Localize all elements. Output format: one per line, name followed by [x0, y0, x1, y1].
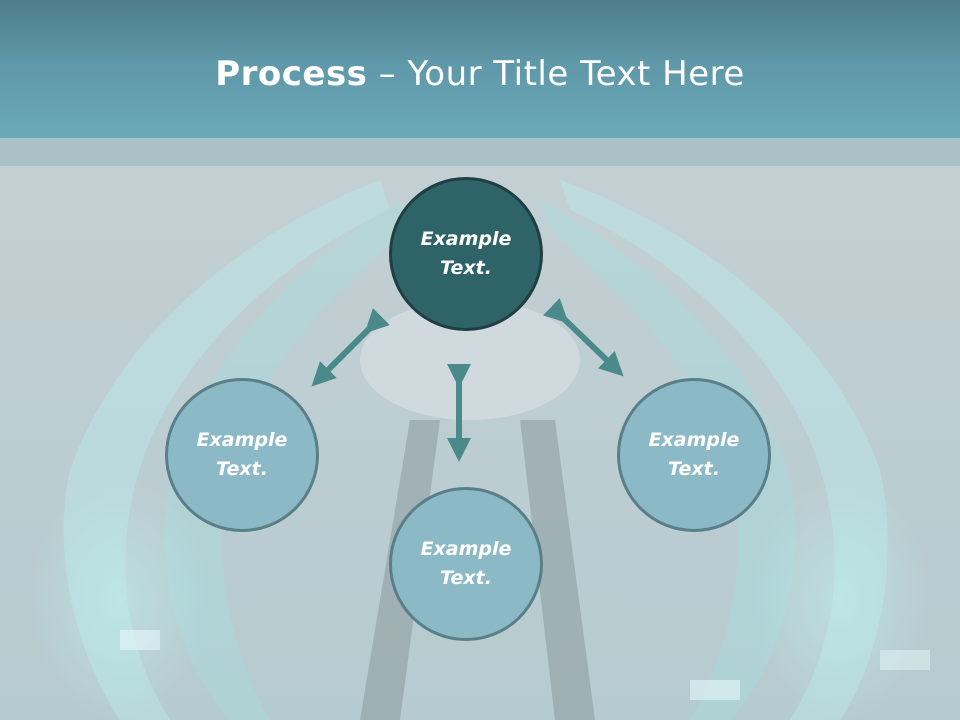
- node-top[interactable]: Example Text.: [389, 177, 543, 331]
- slide-title[interactable]: Process – Your Title Text Here: [0, 52, 960, 96]
- node-left-label: Example Text.: [196, 429, 288, 480]
- node-left[interactable]: Example Text.: [165, 378, 319, 532]
- title-bar-strip: [0, 138, 960, 166]
- slide-title-bold: Process: [215, 54, 368, 94]
- slide-title-rest: – Your Title Text Here: [367, 54, 745, 94]
- title-bar: [0, 0, 960, 138]
- node-bottom[interactable]: Example Text.: [389, 487, 543, 641]
- node-bottom-label: Example Text.: [420, 538, 512, 589]
- node-right-label: Example Text.: [648, 429, 740, 480]
- node-right[interactable]: Example Text.: [617, 378, 771, 532]
- node-top-label: Example Text.: [420, 228, 512, 279]
